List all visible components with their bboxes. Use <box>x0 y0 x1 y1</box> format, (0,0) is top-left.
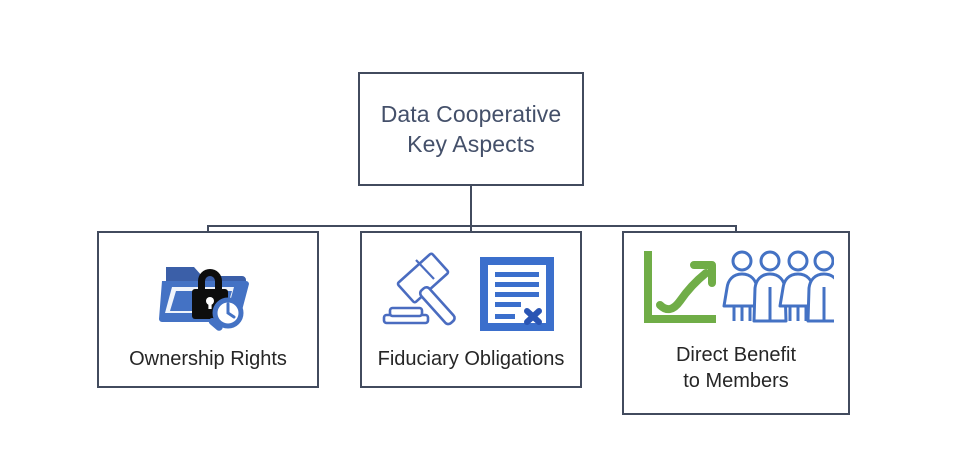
growth-chart-people-icon <box>624 247 848 333</box>
root-node-title: Data Cooperative Key Aspects <box>381 99 562 160</box>
node-label: Fiduciary Obligations <box>362 346 580 372</box>
gavel-document-icon <box>362 251 580 337</box>
folder-lock-magnifier-icon <box>99 251 317 337</box>
connector-drop-right <box>735 225 737 233</box>
root-title-line-1: Data Cooperative <box>380 100 562 127</box>
people-icon <box>722 250 834 323</box>
node-direct-benefit-to-members[interactable]: Direct Benefit to Members <box>622 231 850 415</box>
node-label-line-1: Fiduciary Obligations <box>377 348 565 370</box>
node-label: Ownership Rights <box>99 346 317 372</box>
gavel-icon <box>382 252 456 326</box>
node-label-line-1: Ownership Rights <box>129 348 287 370</box>
node-label: Direct Benefit to Members <box>624 342 848 395</box>
root-title-line-2: Key Aspects <box>407 131 535 157</box>
node-ownership-rights[interactable]: Ownership Rights <box>97 231 319 388</box>
connector-drop-middle <box>470 225 472 233</box>
node-label-line-2: to Members <box>683 370 789 393</box>
node-label-line-1: Direct Benefit <box>675 344 797 366</box>
connector-drop-left <box>207 225 209 233</box>
document-icon <box>480 257 554 331</box>
root-node[interactable]: Data Cooperative Key Aspects <box>358 72 584 186</box>
growth-chart-icon <box>644 251 716 323</box>
connector-root-stem <box>470 186 472 226</box>
node-fiduciary-obligations[interactable]: Fiduciary Obligations <box>360 231 582 388</box>
